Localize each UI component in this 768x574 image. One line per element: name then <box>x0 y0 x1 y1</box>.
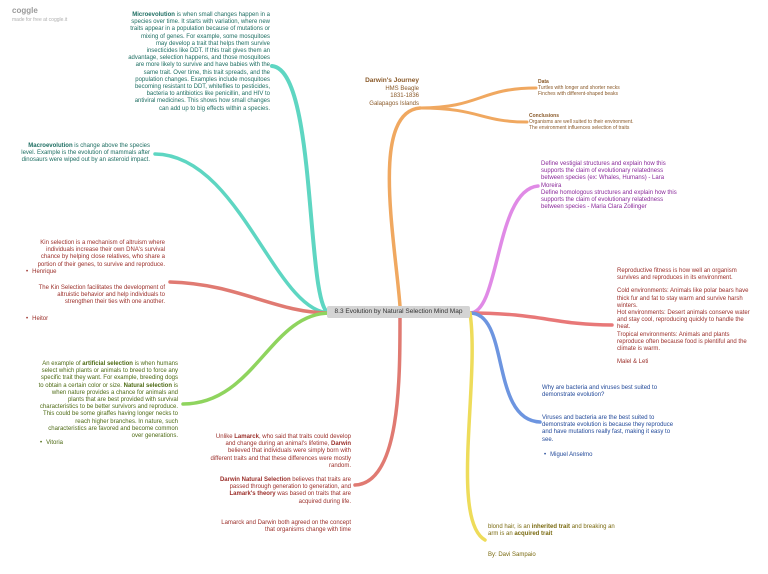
byline-node[interactable]: By: Davi Sampaio <box>488 552 536 558</box>
artificial-term: artificial selection <box>82 361 133 367</box>
lamarck-p2-mid: believes that traits are passed through … <box>229 477 351 491</box>
kin-author-2-name: Heitor <box>32 316 49 322</box>
branch-artificial-selection <box>181 311 332 406</box>
bacteria-author-name: Miguel Anselmo <box>550 452 593 458</box>
branch-conclusions <box>418 106 529 124</box>
journey-conclusion-2: The environment influences selection of … <box>529 125 630 131</box>
journey-years: 1831-1836 <box>390 93 419 99</box>
artificial-selection-author[interactable]: Vitoria <box>40 440 140 447</box>
reproductive-fitness-node[interactable]: Reproductive fitness is how well an orga… <box>617 268 754 366</box>
branch-data <box>418 86 538 110</box>
macroevolution-node[interactable]: Macroevolution is change above the speci… <box>15 143 150 165</box>
vestigial-structures-node[interactable]: Define vestigial structures and explain … <box>541 161 666 189</box>
artificial-mid: is when humans select which plants or an… <box>38 361 178 389</box>
bacteria-question-node[interactable]: Why are bacteria and viruses best suited… <box>542 385 658 399</box>
kin-selection-author-2[interactable]: Heitor <box>26 316 126 323</box>
kin-author-1-name: Henrique <box>32 269 57 275</box>
branch-darwins-journey <box>387 106 422 308</box>
fitness-tropical: Tropical environments: Animals and plant… <box>617 331 747 353</box>
branch-lamarck-darwin <box>353 316 402 487</box>
branch-fitness <box>468 311 614 327</box>
kin-selection-node-2[interactable]: The Kin Selection facilitates the develo… <box>38 285 165 306</box>
inherited-acquired-traits-node[interactable]: blond hair, is an inherited trait and br… <box>488 524 620 538</box>
journey-data-node[interactable]: Data Turtles with longer and shorter nec… <box>538 79 648 97</box>
fitness-cold: Cold environments: Animals like polar be… <box>617 288 749 309</box>
coggle-logo[interactable]: coggle <box>12 6 38 15</box>
microevolution-term: Microevolution <box>132 12 175 18</box>
coggle-tagline[interactable]: made for free at coggle.it <box>12 17 68 23</box>
lamarks-theory-term: Lamark's theory <box>229 491 276 498</box>
lamarck-p1-mid: , who said that traits could develop and… <box>225 434 351 448</box>
darwin-term: Darwin <box>330 441 351 448</box>
artificial-author-name: Vitoria <box>46 440 64 446</box>
lamarck-p2-post: was based on traits that are acquired du… <box>275 491 351 505</box>
lamarck-darwin-node-2[interactable]: Darwin Natural Selection believes that t… <box>210 477 351 506</box>
bacteria-author[interactable]: Miguel Anselmo <box>544 452 644 459</box>
darwin-natural-selection-term: Darwin Natural Selection <box>219 477 291 483</box>
branch-traits <box>465 311 487 542</box>
branch-structures <box>468 184 540 315</box>
acquired-trait-term: acquired trait <box>514 531 553 538</box>
branch-bacteria <box>468 311 542 424</box>
branch-kin-selection <box>168 280 332 315</box>
central-topic[interactable]: 8.3 Evolution by Natural Selection Mind … <box>327 306 470 318</box>
lamarck-darwin-node-1[interactable]: Unlike Lamarck, who said that traits cou… <box>208 434 351 470</box>
homologous-structures-node[interactable]: Define homologous structures and explain… <box>541 190 677 211</box>
lamarck-darwin-node-3[interactable]: Lamarck and Darwin both agreed on the co… <box>221 520 351 534</box>
journey-ship: HMS Beagle <box>385 85 419 92</box>
lamarck-p1-pre: Unlike <box>215 434 235 440</box>
lamarck-term: Lamarck <box>234 434 259 440</box>
branch-microevolution <box>270 64 332 315</box>
darwins-journey-node[interactable]: Darwin's Journey HMS Beagle 1831-1836 Ga… <box>340 77 419 108</box>
journey-title: Darwin's Journey <box>365 77 419 84</box>
journey-conclusion-1: Organisms are well suited to their envir… <box>529 119 634 125</box>
branch-macroevolution <box>153 152 332 315</box>
traits-pre: blond hair, is an <box>488 524 532 530</box>
natural-selection-term: Natural selection <box>123 382 172 389</box>
journey-place: Galapagos Islands <box>369 100 419 107</box>
journey-conclusions-node[interactable]: Conclusions Organisms are well suited to… <box>529 113 649 131</box>
artificial-pre: An example of <box>42 361 83 367</box>
fitness-definition: Reproductive fitness is how well an orga… <box>617 268 737 282</box>
fitness-hot: Hot environments: Desert animals conserv… <box>617 310 750 331</box>
lamarck-p1-post: believed that individuals were simply bo… <box>210 448 351 469</box>
kin-selection-node-1[interactable]: Kin selection is a mechanism of altruism… <box>37 240 165 268</box>
traits-mid: and breaking an arm is an <box>488 524 615 538</box>
macroevolution-text: is change above the species level. Examp… <box>21 143 150 164</box>
artificial-selection-node[interactable]: An example of artificial selection is wh… <box>38 361 178 440</box>
macroevolution-term: Macroevolution <box>28 143 73 149</box>
artificial-post: is when nature provides a chance for ani… <box>39 382 178 440</box>
fitness-author: Malel & Leti <box>617 359 649 366</box>
journey-conclusions-title: Conclusions <box>529 113 560 119</box>
journey-data-title: Data <box>538 79 549 85</box>
inherited-trait-term: inherited trait <box>531 524 571 530</box>
microevolution-node[interactable]: Microevolution is when small changes hap… <box>128 12 270 113</box>
journey-data-2: Finches with different-shaped beaks <box>538 91 618 97</box>
journey-data-1: Turtles with longer and shorter necks <box>538 85 620 91</box>
bacteria-answer-node[interactable]: Viruses and bacteria are the best suited… <box>542 415 674 443</box>
microevolution-text: is when small changes happen in a specie… <box>128 12 270 112</box>
kin-selection-author-1[interactable]: Henrique <box>26 269 126 276</box>
